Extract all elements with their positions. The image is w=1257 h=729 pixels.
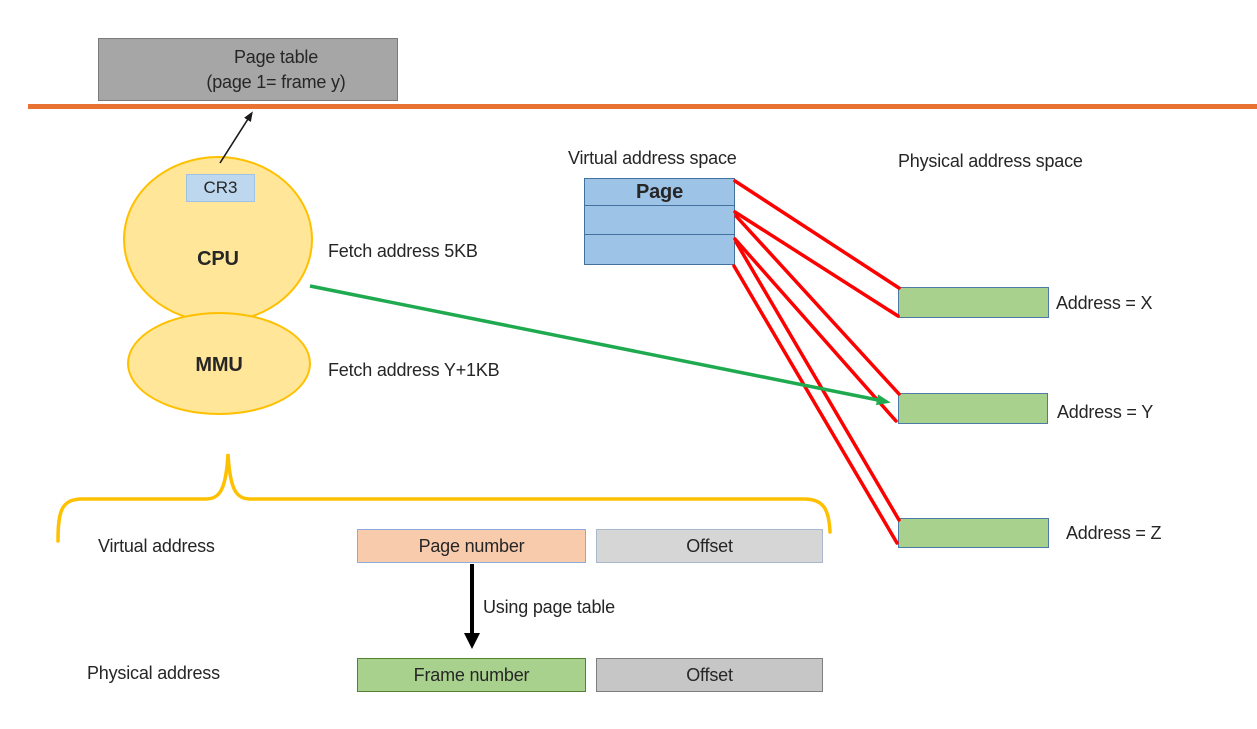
physical-offset-label: Offset <box>686 664 733 685</box>
virtual-page-stack: Page <box>584 178 735 265</box>
cpu-fetch-annotation: Fetch address 5KB <box>328 241 478 261</box>
page-number-label: Page number <box>418 535 525 556</box>
cr3-label: CR3 <box>203 178 238 197</box>
virtual-offset-box: Offset <box>596 529 823 563</box>
mmu-label: MMU <box>195 354 243 376</box>
mmu-fetch-annotation: Fetch address Y+1KB <box>328 360 500 380</box>
virtual-offset-label: Offset <box>686 535 733 556</box>
physical-frame-z <box>898 518 1049 548</box>
virtual-address-space-title: Virtual address space <box>568 148 737 168</box>
red-mapping-line-x-bottom <box>733 210 900 318</box>
page-label: Page <box>635 180 683 203</box>
cpu-label: CPU <box>197 248 239 270</box>
red-mapping-line-y-bottom <box>733 237 898 423</box>
red-mapping-lines <box>732 179 901 545</box>
physical-frame-x <box>898 287 1049 318</box>
virtual-page-row-3 <box>585 235 734 264</box>
mmu-ellipse <box>127 312 311 415</box>
frame-address-label-y: Address = Y <box>1057 402 1154 422</box>
red-mapping-line-z-bottom <box>732 264 899 545</box>
cr3-register: CR3 <box>186 174 255 202</box>
cpu-to-frame-y-arrow <box>309 284 891 406</box>
virtual-page-row-2 <box>585 206 734 235</box>
page-table-box: Page table (page 1= frame y) <box>98 38 398 101</box>
red-mapping-line-z-top <box>734 240 901 522</box>
physical-offset-box: Offset <box>596 658 823 692</box>
page-table-title: Page table <box>233 46 319 67</box>
cpu-mmu-brace <box>56 453 832 543</box>
page-number-box: Page number <box>357 529 586 563</box>
frame-number-box: Frame number <box>357 658 586 692</box>
frame-address-label-x: Address = X <box>1056 293 1153 313</box>
physical-frame-y <box>898 393 1048 424</box>
virtual-page-row-1: Page <box>585 179 734 206</box>
page-table-mapping: (page 1= frame y) <box>206 71 346 92</box>
physical-address-label: Physical address <box>87 663 220 683</box>
frame-address-label-z: Address = Z <box>1066 523 1162 543</box>
red-mapping-line-y-top <box>734 214 901 396</box>
using-page-table-caption: Using page table <box>483 597 615 617</box>
physical-address-space-title: Physical address space <box>898 151 1083 171</box>
frame-number-label: Frame number <box>413 664 530 685</box>
virtual-address-label: Virtual address <box>98 536 215 556</box>
red-mapping-line-x-top <box>733 179 901 290</box>
memory-divider-line <box>28 104 1257 109</box>
